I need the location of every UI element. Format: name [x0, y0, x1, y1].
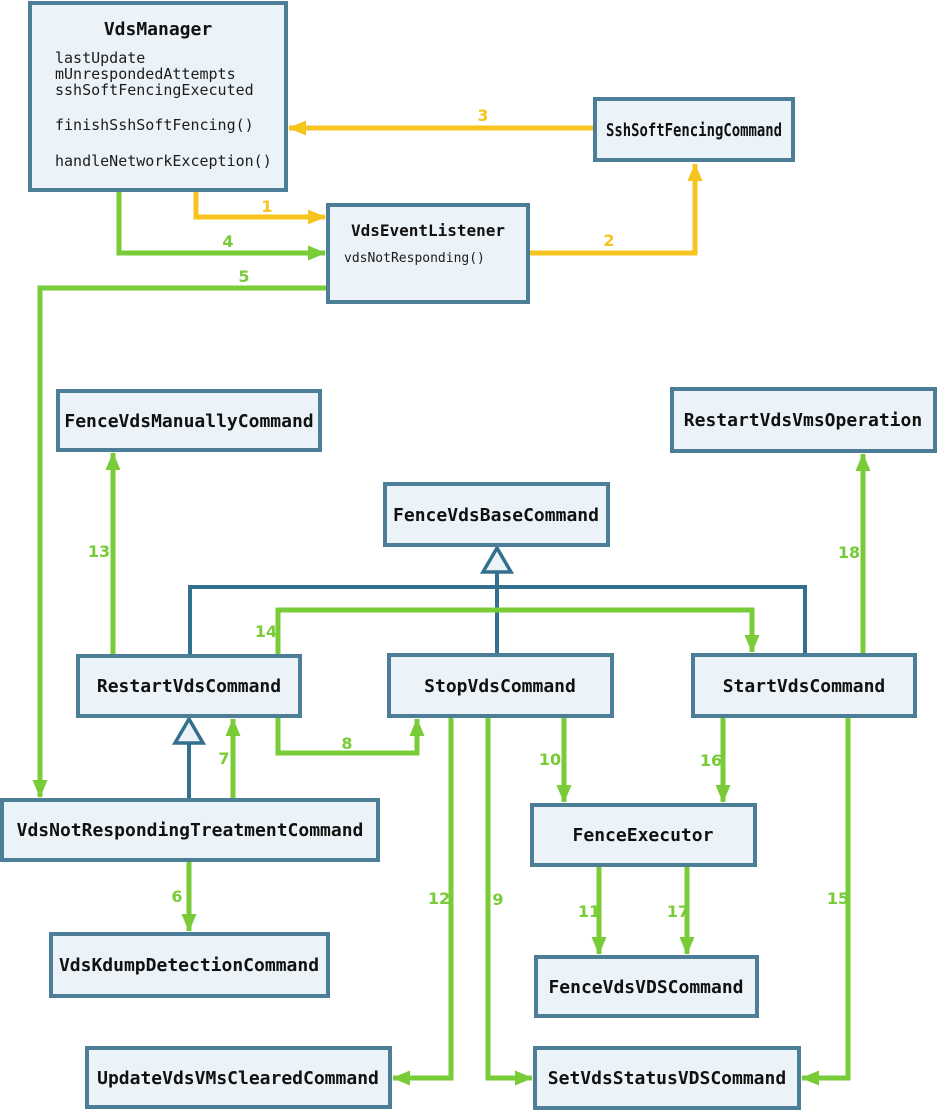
stop-vds-command-box: [387, 653, 614, 718]
edge-14-label: 14: [255, 622, 277, 641]
edge-2-line: [528, 163, 703, 256]
vds-manager-member: handleNetworkException(): [55, 152, 272, 170]
fence-vds-vds-command-title: FenceVdsVDSCommand: [548, 977, 743, 998]
edge-5-line: [32, 285, 328, 798]
node-ssh-soft-fencing-command: SshSoftFencingCommand: [593, 97, 795, 162]
node-update-vds-vms-cleared-command: UpdateVdsVMsClearedCommand: [85, 1046, 392, 1109]
edge-4-line: [116, 190, 326, 261]
edge-2-label: 2: [603, 231, 614, 250]
node-fence-vds-manually-command: FenceVdsManuallyCommand: [56, 389, 322, 452]
edge-15-label: 15: [827, 889, 849, 908]
node-vds-manager: VdsManager lastUpdate mUnrespondedAttemp…: [28, 1, 288, 192]
edge-12-label: 12: [428, 889, 450, 908]
edge-1-line: [193, 190, 326, 225]
call-edges: [32, 120, 871, 1086]
vds-kdump-detection-command-title: VdsKdumpDetectionCommand: [59, 955, 319, 976]
vds-event-listener-title: VdsEventListener: [351, 221, 505, 240]
restart-vds-vms-operation-title: RestartVdsVmsOperation: [684, 410, 922, 431]
edge-12-line: [392, 716, 454, 1086]
set-vds-status-vds-command-title: SetVdsStatusVDSCommand: [548, 1068, 786, 1089]
inheritance-triangle-fencevdsbase: [479, 544, 515, 574]
fence-vds-vds-command-box: [534, 955, 759, 1018]
update-vds-vms-cleared-command-box: [85, 1046, 392, 1109]
edge-9-line: [485, 716, 533, 1086]
vds-event-listener-box: [326, 203, 530, 304]
vds-manager-box: [28, 1, 288, 192]
set-vds-status-vds-command-box: [533, 1046, 801, 1110]
restart-vds-command-box: [76, 654, 302, 718]
vds-not-responding-treatment-command-title: VdsNotRespondingTreatmentCommand: [17, 820, 364, 841]
edge-8-label: 8: [341, 734, 352, 753]
inheritance-triangle-restartvds: [171, 715, 207, 745]
fence-vds-manually-command-title: FenceVdsManuallyCommand: [64, 411, 313, 432]
restart-vds-vms-operation-box: [670, 387, 937, 453]
edge-5-label: 5: [238, 267, 249, 286]
edge-15-line: [801, 716, 851, 1086]
node-fence-vds-base-command: FenceVdsBaseCommand: [383, 482, 610, 547]
edge-8-line: [275, 716, 425, 756]
vds-manager-member: lastUpdate: [55, 49, 145, 67]
edge-7-label: 7: [218, 749, 229, 768]
node-vds-not-responding-treatment-command: VdsNotRespondingTreatmentCommand: [0, 798, 380, 862]
node-stop-vds-command: StopVdsCommand: [387, 653, 614, 718]
fence-executor-box: [530, 803, 757, 867]
node-restart-vds-command: RestartVdsCommand: [76, 654, 302, 718]
call-edge-labels: 1 2 3 4 5 6 7 8 9 10 11 12 13 14 15 16 1…: [88, 106, 860, 921]
restart-vds-command-title: RestartVdsCommand: [97, 676, 281, 697]
node-vds-kdump-detection-command: VdsKdumpDetectionCommand: [49, 932, 330, 998]
edge-10-label: 10: [539, 750, 561, 769]
edge-17-label: 17: [667, 902, 689, 921]
vds-not-responding-treatment-command-box: [0, 798, 380, 862]
node-restart-vds-vms-operation: RestartVdsVmsOperation: [670, 387, 937, 453]
node-set-vds-status-vds-command: SetVdsStatusVDSCommand: [533, 1046, 801, 1110]
edge-1-label: 1: [261, 197, 272, 216]
fence-vds-manually-command-box: [56, 389, 322, 452]
inheritance-edges: [171, 544, 807, 800]
node-vds-event-listener: VdsEventListener vdsNotResponding(): [326, 203, 530, 304]
vds-manager-member: finishSshSoftFencing(): [55, 116, 254, 134]
fence-executor-title: FenceExecutor: [573, 825, 714, 846]
vds-manager-title: VdsManager: [104, 19, 213, 40]
node-fence-vds-vds-command: FenceVdsVDSCommand: [534, 955, 759, 1018]
node-fence-executor: FenceExecutor: [530, 803, 757, 867]
ssh-soft-fencing-command-box: [593, 97, 795, 162]
edge-6-label: 6: [171, 887, 182, 906]
edge-14-line: [275, 607, 760, 656]
node-start-vds-command: StartVdsCommand: [691, 653, 917, 718]
update-vds-vms-cleared-command-title: UpdateVdsVMsClearedCommand: [97, 1068, 379, 1089]
vds-event-listener-member: vdsNotResponding(): [344, 251, 485, 266]
edge-3-label: 3: [477, 106, 488, 125]
fence-vds-base-command-box: [383, 482, 610, 547]
vds-kdump-detection-command-box: [49, 932, 330, 998]
fence-vds-base-command-title: FenceVdsBaseCommand: [393, 505, 599, 526]
edge-13-label: 13: [88, 542, 110, 561]
edge-9-label: 9: [492, 890, 503, 909]
edge-16-label: 16: [700, 751, 722, 770]
edge-11-label: 11: [578, 902, 600, 921]
edge-18-label: 18: [838, 543, 860, 562]
vds-manager-member: sshSoftFencingExecuted: [55, 81, 254, 99]
ssh-soft-fencing-command-title: SshSoftFencingCommand: [606, 120, 782, 141]
start-vds-command-box: [691, 653, 917, 718]
vds-manager-member: mUnrespondedAttempts: [55, 65, 236, 83]
stop-vds-command-title: StopVdsCommand: [424, 676, 576, 697]
start-vds-command-title: StartVdsCommand: [723, 676, 886, 697]
edge-4-label: 4: [222, 232, 233, 251]
